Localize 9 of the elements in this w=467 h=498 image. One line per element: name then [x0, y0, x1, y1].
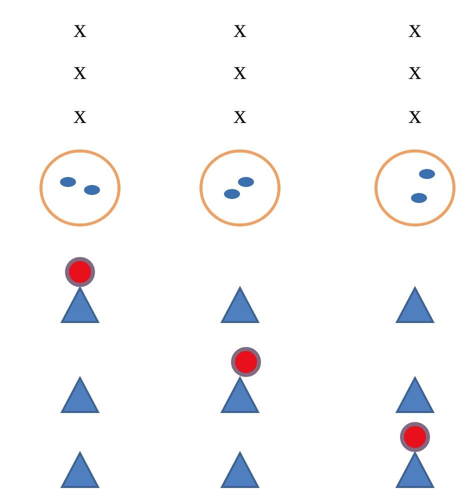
letter-mark: x	[74, 58, 86, 84]
letter-mark: x	[408, 16, 422, 42]
letter-mark: x	[234, 16, 246, 42]
letter-mark: x	[234, 102, 246, 128]
letter-mark: x	[408, 102, 422, 128]
letter-mark: x	[234, 58, 246, 84]
letter-mark: x	[408, 58, 422, 84]
letter-mark: x	[74, 16, 86, 42]
letter-mark: x	[74, 102, 86, 128]
